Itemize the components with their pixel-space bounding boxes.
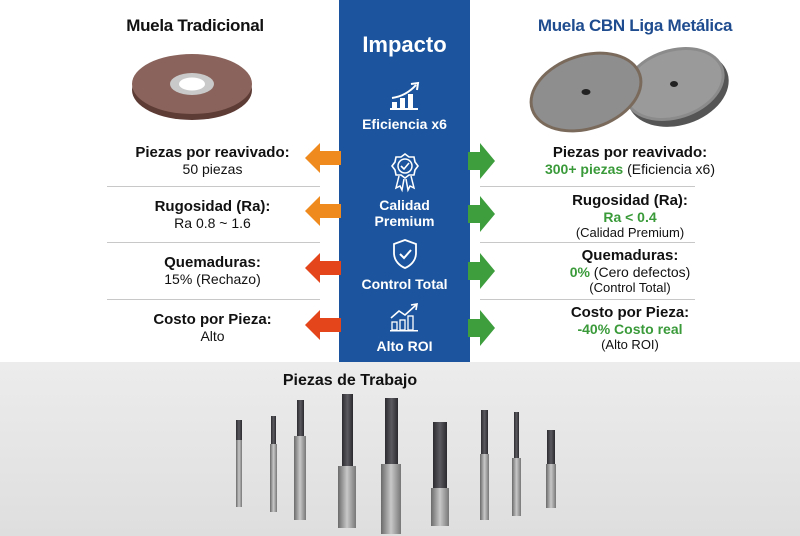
arrow-right-icon [468, 253, 495, 289]
impact-quality: Calidad Premium [339, 152, 470, 229]
row-value: 50 piezas [182, 161, 243, 177]
divider [480, 299, 695, 300]
arrow-right-icon [468, 196, 495, 232]
cbn-roughness-row: Rugosidad (Ra): Ra < 0.4 (Calidad Premiu… [480, 193, 780, 241]
shield-check-icon [392, 239, 417, 269]
workpieces-section: Piezas de Trabajo [0, 362, 800, 536]
divider [107, 299, 320, 300]
row-highlight: 0% [569, 264, 590, 280]
row-heading: Costo por Pieza: [570, 304, 690, 321]
row-note: (Calidad Premium) [575, 225, 685, 240]
arrow-left-icon [305, 143, 341, 173]
divider [107, 242, 320, 243]
traditional-burns-row: Quemaduras: 15% (Rechazo) [105, 254, 320, 288]
row-highlight: 300+ piezas [544, 161, 624, 177]
impact-control-label: Control Total [361, 276, 448, 292]
row-heading: Quemaduras: [581, 247, 679, 264]
impact-control: Control Total [339, 238, 470, 292]
arrow-right-icon [468, 143, 495, 179]
impact-quality-label-1: Calidad [379, 197, 430, 213]
arrow-left-icon [305, 196, 341, 226]
cbn-wheel-title: Muela CBN Liga Metálica [537, 16, 733, 35]
arrow-left-icon [305, 253, 341, 283]
cbn-wheel-image [529, 47, 729, 133]
impact-efficiency: Eficiencia x6 [339, 80, 470, 132]
row-note: (Control Total) [589, 280, 671, 295]
row-note: (Alto ROI) [601, 337, 659, 352]
roi-chart-icon [389, 303, 418, 332]
cbn-burns-row: Quemaduras: 0% (Cero defectos) (Control … [480, 248, 780, 296]
divider [480, 186, 695, 187]
row-heading: Quemaduras: [164, 254, 261, 271]
impact-roi: Alto ROI [339, 302, 470, 354]
row-highlight: -40% Costo real [577, 321, 683, 337]
impact-quality-label-2: Premium [374, 213, 435, 229]
impact-panel: Impacto Eficiencia x6 Calidad Premium Co… [339, 0, 470, 362]
traditional-wheel-image [132, 54, 252, 120]
impact-efficiency-label: Eficiencia x6 [362, 116, 447, 132]
arrow-right-icon [468, 310, 495, 346]
cbn-cost-row: Costo por Pieza: -40% Costo real (Alto R… [480, 305, 780, 353]
impact-roi-label: Alto ROI [376, 338, 433, 354]
row-heading: Rugosidad (Ra): [572, 192, 688, 209]
row-heading: Piezas por reavivado: [552, 144, 708, 161]
row-value: Ra 0.8 ~ 1.6 [174, 215, 251, 231]
quality-badge-icon [390, 153, 419, 193]
divider [107, 186, 320, 187]
end-mill-tools-image [236, 394, 556, 534]
arrow-left-icon [305, 310, 341, 340]
row-heading: Piezas por reavivado: [135, 144, 290, 161]
growth-chart-icon [389, 81, 419, 110]
divider [480, 242, 695, 243]
traditional-wheel-title: Muela Tradicional [126, 16, 264, 35]
traditional-roughness-row: Rugosidad (Ra): Ra 0.8 ~ 1.6 [105, 198, 320, 232]
traditional-pieces-row: Piezas por reavivado: 50 piezas [105, 144, 320, 178]
row-heading: Costo por Pieza: [153, 311, 272, 328]
impact-title: Impacto [362, 32, 447, 57]
row-value: Alto [200, 328, 225, 344]
traditional-cost-row: Costo por Pieza: Alto [105, 311, 320, 345]
row-note-inline: (Cero defectos) [589, 264, 691, 280]
workpieces-title: Piezas de Trabajo [282, 372, 418, 389]
cbn-pieces-row: Piezas por reavivado: 300+ piezas (Efici… [480, 144, 780, 178]
row-highlight: Ra < 0.4 [603, 209, 657, 225]
row-note: (Eficiencia x6) [623, 161, 716, 177]
row-value: 15% (Rechazo) [164, 271, 261, 287]
row-heading: Rugosidad (Ra): [154, 198, 271, 215]
